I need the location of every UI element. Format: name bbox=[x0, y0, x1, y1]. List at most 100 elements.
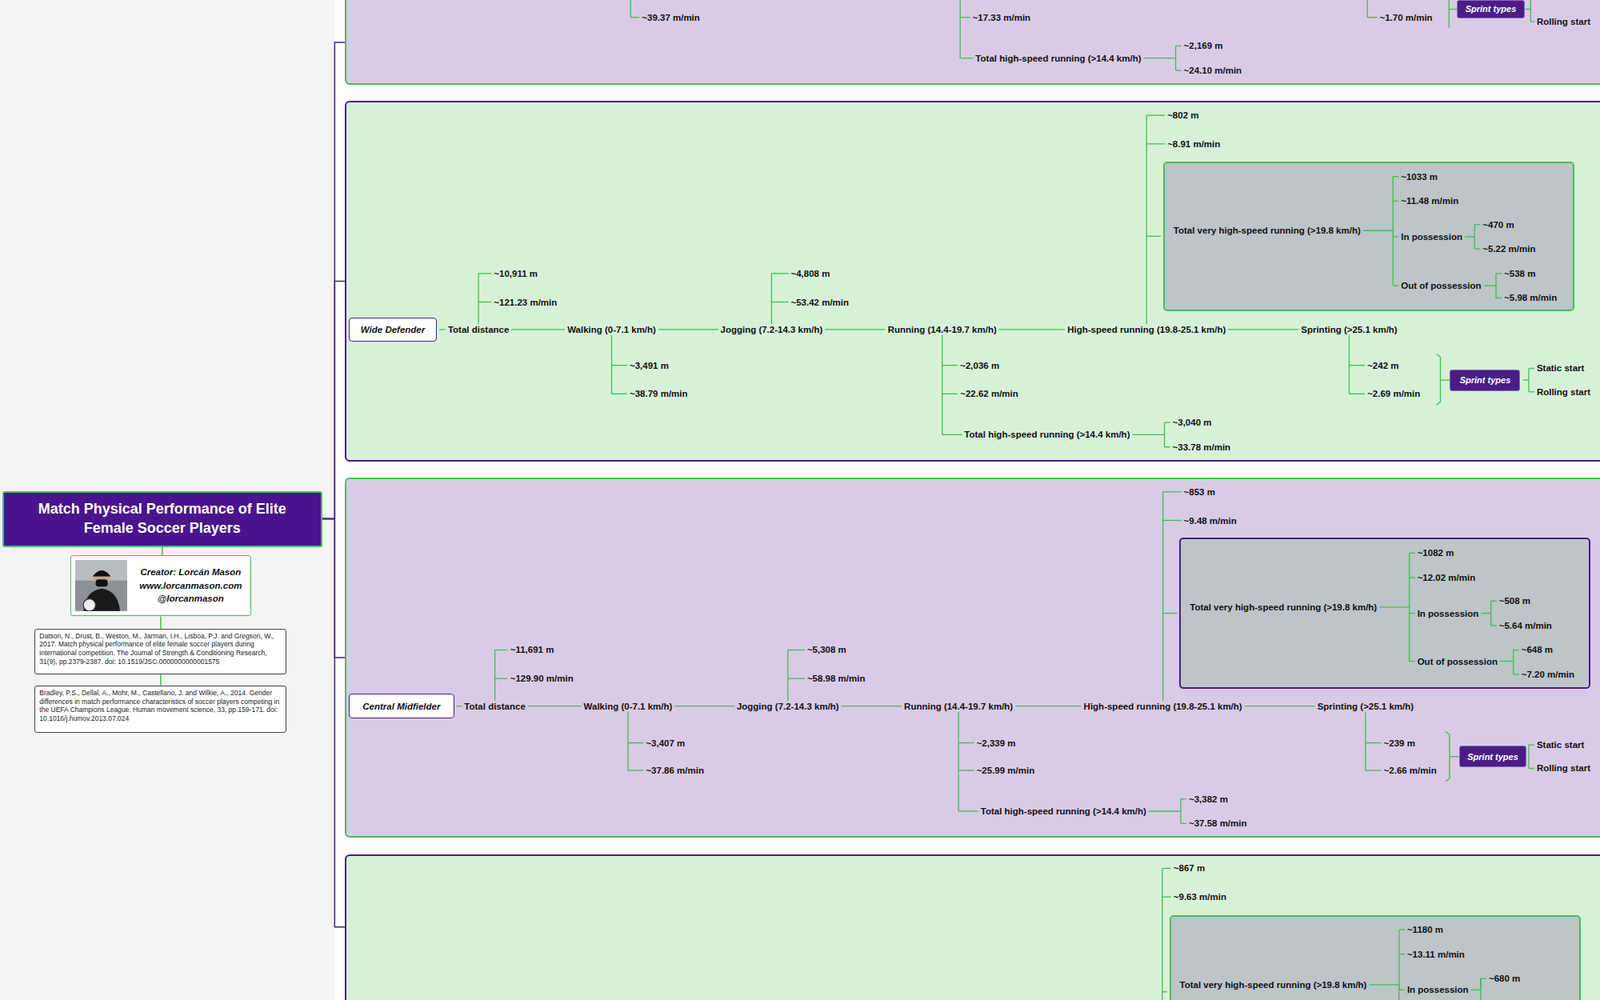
branch-line bbox=[1474, 224, 1480, 225]
branch-line bbox=[628, 742, 644, 744]
branch-line bbox=[1392, 200, 1399, 202]
position-box: Central Midfielder bbox=[348, 693, 454, 719]
branch-line bbox=[674, 705, 735, 707]
position-band: Total distance~10,911 m~121.23 m/minWalk… bbox=[344, 100, 1600, 461]
metric-label: ~4,808 m bbox=[791, 268, 831, 279]
metric-label: ~5.98 m/min bbox=[1504, 292, 1557, 303]
metric-label: ~538 m bbox=[1504, 268, 1536, 279]
branch-line bbox=[941, 335, 943, 435]
branch-line bbox=[771, 301, 788, 303]
photo-background bbox=[75, 560, 128, 612]
branch-line bbox=[1164, 422, 1165, 448]
branch-line bbox=[1146, 236, 1161, 237]
branch-line bbox=[1491, 600, 1497, 602]
metric-label: In possession bbox=[1407, 984, 1469, 995]
metric-label: ~58.98 m/min bbox=[807, 673, 866, 684]
metric-label: ~10,911 m bbox=[493, 268, 538, 279]
metric-label: Total distance bbox=[464, 701, 525, 712]
metric-label: ~2,169 m bbox=[1184, 40, 1224, 51]
metric-label: ~9.48 m/min bbox=[1184, 516, 1237, 526]
branch-line bbox=[958, 810, 979, 812]
branch-line bbox=[1491, 624, 1497, 626]
branch-line bbox=[958, 769, 975, 771]
branch-line bbox=[1512, 649, 1514, 675]
branch-line bbox=[841, 705, 902, 707]
branch-line bbox=[1180, 798, 1187, 800]
branch-line bbox=[788, 678, 805, 680]
branch-line bbox=[478, 301, 492, 303]
branch-line bbox=[1528, 756, 1530, 757]
branch-line bbox=[1392, 176, 1394, 286]
metric-label: ~8.91 m/min bbox=[1167, 139, 1220, 149]
branch-line bbox=[1513, 673, 1520, 675]
reference-text: Bradley, P.S., Dellal, A., Mohr, M., Cas… bbox=[39, 688, 282, 724]
branch-line bbox=[1528, 744, 1535, 745]
branch-line bbox=[1146, 115, 1148, 324]
vhsr-box: Total very high-speed running (>19.8 km/… bbox=[1179, 537, 1591, 689]
metric-label: Rolling start bbox=[1536, 763, 1591, 773]
metric-label: Rolling start bbox=[1536, 387, 1591, 397]
branch-line bbox=[1164, 421, 1171, 423]
branch-line bbox=[627, 712, 628, 771]
metric-label: Sprinting (>25.1 km/h) bbox=[1300, 324, 1397, 335]
branch-line bbox=[456, 705, 463, 707]
branch-line bbox=[630, 16, 640, 18]
metric-label: ~7.20 m/min bbox=[1521, 669, 1575, 680]
branch-line bbox=[1528, 768, 1535, 769]
sprint-types-box: Sprint types bbox=[1449, 369, 1520, 392]
branch-line bbox=[1348, 364, 1365, 366]
position-band: ~39.37 m/min~17.33 m/minTotal high-speed… bbox=[344, 0, 1600, 85]
metric-label: ~11.48 m/min bbox=[1400, 196, 1459, 206]
metric-label: Walking (0-7.1 km/h) bbox=[584, 701, 673, 712]
metric-label: ~2.69 m/min bbox=[1367, 388, 1420, 399]
branch-line bbox=[1484, 284, 1497, 286]
branch-line bbox=[1348, 335, 1350, 394]
reference-text: Datson, N., Drust, B., Weston, M., Jarma… bbox=[39, 632, 282, 667]
metric-label: ~867 m bbox=[1173, 863, 1205, 873]
position-band: Total distance~11,691 m~129.90 m/minWalk… bbox=[344, 477, 1600, 838]
position-band: ~867 m~9.63 m/minTotal very high-speed r… bbox=[344, 854, 1600, 1000]
branch-line bbox=[942, 364, 959, 366]
metric-label: ~2.66 m/min bbox=[1384, 765, 1437, 776]
metric-label: Total high-speed running (>14.4 km/h) bbox=[980, 806, 1147, 816]
branch-line bbox=[788, 649, 805, 651]
metric-label: ~22.62 m/min bbox=[960, 388, 1019, 399]
metric-label: ~2,036 m bbox=[960, 360, 1000, 371]
metric-label: Static start bbox=[1536, 363, 1584, 373]
branch-line bbox=[1176, 69, 1182, 71]
branch-line bbox=[1436, 354, 1440, 406]
metric-label: ~13.11 m/min bbox=[1407, 949, 1465, 960]
metric-label: ~12.02 m/min bbox=[1417, 572, 1476, 583]
metric-label: ~1082 m bbox=[1417, 548, 1455, 558]
creator-text: www.lorcanmason.com bbox=[139, 579, 242, 593]
branch-line bbox=[1480, 978, 1481, 990]
branch-line bbox=[1464, 236, 1475, 237]
metric-label: ~25.99 m/min bbox=[976, 765, 1036, 776]
metric-label: ~33.78 m/min bbox=[1172, 442, 1232, 452]
branch-line bbox=[1408, 552, 1410, 661]
branch-line bbox=[1409, 660, 1416, 662]
metric-label: ~242 m bbox=[1367, 360, 1399, 371]
branch-line bbox=[1368, 984, 1399, 985]
metric-label: ~853 m bbox=[1184, 487, 1216, 497]
branch-line bbox=[1364, 712, 1366, 771]
branch-line bbox=[960, 0, 961, 59]
branch-line bbox=[1409, 612, 1416, 614]
metric-label: Jogging (7.2-14.3 km/h) bbox=[736, 701, 840, 712]
metric-label: ~24.10 m/min bbox=[1184, 65, 1243, 76]
branch-line bbox=[1365, 769, 1382, 771]
reference-box: Bradley, P.S., Dellal, A., Mohr, M., Cas… bbox=[34, 685, 287, 733]
metric-label: ~3,040 m bbox=[1172, 417, 1212, 428]
reference-box: Datson, N., Drust, B., Weston, M., Jarma… bbox=[34, 628, 287, 675]
branch-line bbox=[1162, 868, 1172, 869]
branch-line bbox=[1409, 576, 1416, 578]
sprint-types-label: Sprint types bbox=[1465, 4, 1517, 14]
branch-line bbox=[1448, 8, 1457, 10]
connector bbox=[160, 616, 162, 628]
metric-label: ~38.79 m/min bbox=[629, 388, 688, 399]
metric-label: ~680 m bbox=[1488, 973, 1520, 984]
branch-line bbox=[1490, 600, 1492, 626]
branch-line bbox=[942, 393, 959, 395]
metric-label: ~37.58 m/min bbox=[1188, 818, 1248, 828]
sprint-types-label: Sprint types bbox=[1460, 375, 1512, 385]
